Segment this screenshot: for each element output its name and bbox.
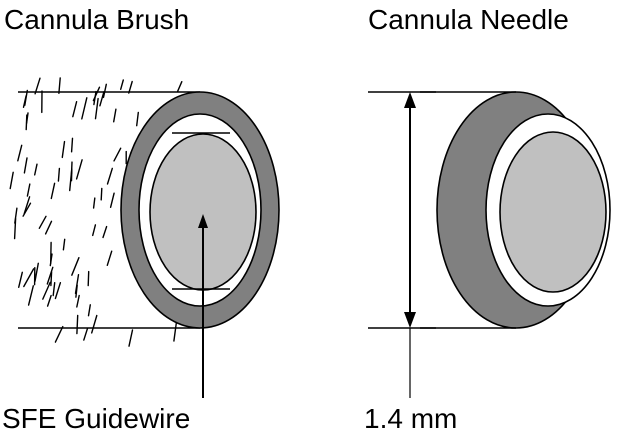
bristle (46, 266, 54, 285)
bristle (176, 80, 183, 92)
bristle (113, 147, 122, 162)
bristle (68, 168, 73, 192)
bristle (106, 167, 114, 185)
bristle (58, 77, 61, 95)
bristle (26, 183, 31, 197)
bristle (83, 327, 89, 341)
bristle (76, 294, 80, 308)
bristle (102, 225, 108, 239)
bristle (9, 171, 14, 190)
bristle (75, 284, 78, 298)
bristle (92, 86, 101, 102)
bristle (18, 271, 23, 288)
bristle (14, 207, 18, 224)
bristle (27, 285, 34, 306)
bristle (119, 79, 125, 91)
needle-core (499, 131, 607, 293)
guidewire-pointer-arrowhead (198, 214, 208, 228)
dimension-label: 1.4 mm (364, 403, 458, 434)
bristle (135, 111, 140, 127)
bristle (109, 192, 115, 209)
bristle (25, 112, 29, 124)
bristle (52, 282, 56, 297)
bristle (70, 137, 74, 153)
bristle (87, 304, 92, 317)
bristle (50, 271, 53, 287)
bristle (54, 282, 62, 300)
bristle (102, 83, 108, 99)
bristle (87, 270, 90, 287)
bristle (22, 95, 27, 109)
bristle (81, 97, 88, 120)
bristle (38, 215, 47, 230)
bristle (71, 257, 80, 276)
bristle (128, 329, 134, 347)
dimension-arrowhead-top (404, 92, 416, 108)
bristle (99, 91, 105, 107)
bristle (91, 224, 97, 237)
bristle (94, 97, 99, 120)
bristle (62, 238, 66, 251)
bristle (23, 196, 31, 215)
bristle (42, 281, 51, 300)
bristle (23, 268, 35, 288)
sfe-guidewire-label: SFE Guidewire (2, 403, 191, 434)
bristle (34, 163, 38, 176)
bristle (50, 182, 56, 200)
bristle (34, 262, 39, 282)
cannula-brush-figure (9, 77, 280, 398)
bristle (54, 325, 64, 343)
bristle (106, 250, 113, 266)
bristle (57, 167, 61, 182)
cannula-needle-title: Cannula Needle (368, 4, 569, 35)
bristle (61, 140, 66, 159)
cannula-brush-title: Cannula Brush (4, 4, 190, 35)
bristle (92, 197, 96, 209)
bristle (90, 314, 98, 334)
cannula-needle-figure (368, 91, 611, 398)
bristle (100, 187, 103, 201)
bristle (46, 294, 52, 307)
bristle (128, 80, 133, 94)
bristle (72, 100, 78, 118)
bristle (23, 157, 28, 174)
bristle (76, 314, 79, 335)
bristle (44, 220, 53, 235)
dimension-arrowhead-bottom (404, 312, 416, 328)
bristle (173, 320, 178, 342)
bristle (75, 159, 83, 180)
bristle (112, 108, 117, 123)
bristle (17, 144, 23, 162)
